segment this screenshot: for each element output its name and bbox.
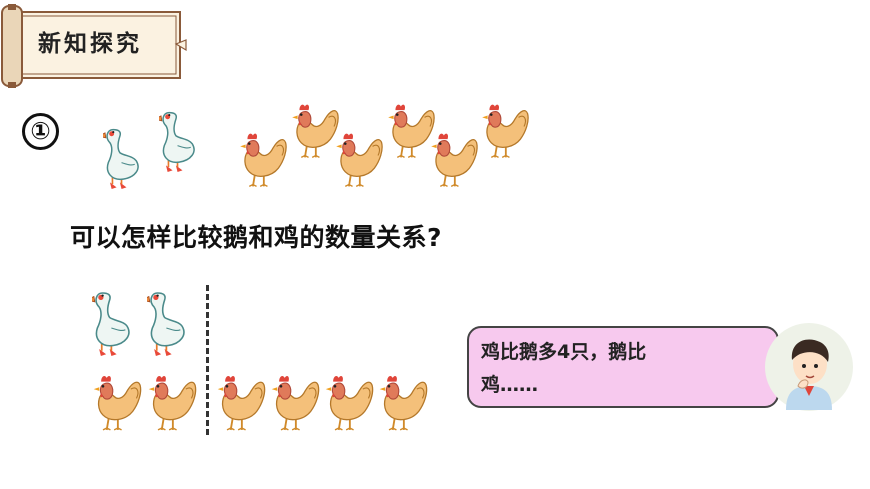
- goose-image: [147, 286, 191, 356]
- banner-title: 新知探究: [38, 30, 142, 57]
- speech-bubble-text: 鸡比鹅多4只，鹅比 鸡……: [481, 336, 721, 402]
- question-text: 可以怎样比较鹅和鸡的数量关系?: [70, 223, 443, 252]
- hen-image: [145, 371, 197, 435]
- hen-image: [478, 101, 530, 161]
- boy-avatar: [764, 322, 854, 412]
- speech-line-2: 鸡……: [481, 374, 539, 396]
- goose-image: [103, 123, 145, 189]
- hen-image: [332, 130, 384, 190]
- hen-image: [268, 371, 320, 435]
- goose-image: [159, 106, 201, 172]
- hen-image: [214, 371, 266, 435]
- speech-line-1: 鸡比鹅多4只，鹅比: [481, 341, 647, 363]
- hen-image: [376, 371, 428, 435]
- section-banner: [0, 4, 190, 88]
- scroll-banner-graphic: [1, 4, 187, 88]
- dashed-divider: [206, 285, 209, 435]
- hen-image: [427, 130, 479, 190]
- section-number: ①: [22, 113, 59, 150]
- goose-image: [92, 286, 136, 356]
- speech-bubble: [467, 326, 779, 408]
- hen-image: [322, 371, 374, 435]
- hen-image: [90, 371, 142, 435]
- hen-image: [236, 130, 288, 190]
